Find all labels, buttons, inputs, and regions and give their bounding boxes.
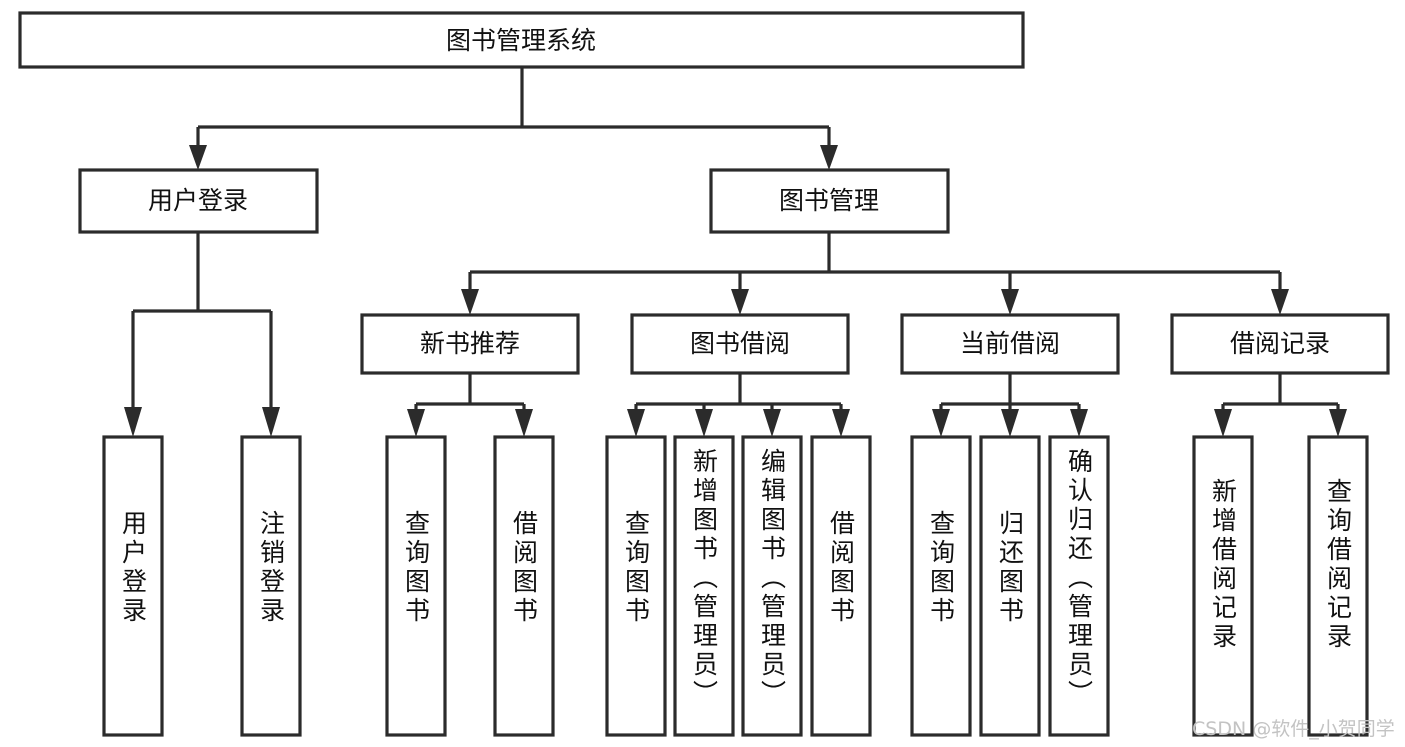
node-user-login-box[interactable]: [78, 168, 319, 234]
node-new-book-recommend-box[interactable]: [360, 313, 580, 375]
leaf-boxes-user-login: [102, 435, 302, 737]
leaf-boxes-current-borrow: [910, 435, 1110, 737]
node-user-login[interactable]: 用户登录: [78, 168, 319, 234]
leaf-box-new-book-1[interactable]: [385, 435, 447, 737]
arrowhead-leaf-n1: [407, 409, 425, 437]
arrowhead-leaf-n2: [515, 409, 533, 437]
node-root-box[interactable]: [18, 11, 1025, 69]
node-borrow-record[interactable]: 借阅记录: [1170, 313, 1390, 375]
leaf-boxes-new-book: [385, 435, 555, 737]
arrowhead-leaf-b2: [695, 409, 713, 437]
leaf-box-book-borrow-4[interactable]: [810, 435, 872, 737]
arrowhead-to-user-login: [189, 145, 207, 170]
leaf-box-book-borrow-1[interactable]: [605, 435, 667, 737]
leaf-box-user-login-2[interactable]: [240, 435, 302, 737]
leaf-box-new-book-2[interactable]: [493, 435, 555, 737]
edges-currentborrow-to-leaves: [932, 373, 1088, 437]
leaf-boxes-book-borrow: [605, 435, 872, 737]
node-book-manage-label: 图书管理: [779, 186, 879, 215]
edges-bookmanage-to-level2: [461, 232, 1289, 315]
edges-newbook-to-leaves: [407, 373, 533, 437]
arrowhead-leaf-r2: [1329, 409, 1347, 437]
node-current-borrow-box[interactable]: [900, 313, 1120, 375]
edges-borrowrecord-to-leaves: [1214, 373, 1347, 437]
leaf-box-current-borrow-2[interactable]: [979, 435, 1041, 737]
leaf-box-book-borrow-3[interactable]: [741, 435, 803, 737]
arrowhead-to-book-manage: [820, 145, 838, 170]
arrowhead-leaf-r1: [1214, 409, 1232, 437]
leaf-box-borrow-record-1[interactable]: [1192, 435, 1254, 737]
node-book-borrow[interactable]: 图书借阅: [630, 313, 850, 375]
node-borrow-record-label: 借阅记录: [1230, 329, 1330, 358]
node-current-borrow[interactable]: 当前借阅: [900, 313, 1120, 375]
leaf-box-current-borrow-3[interactable]: [1048, 435, 1110, 737]
arrowhead-leaf-c3: [1070, 409, 1088, 437]
node-root-label: 图书管理系统: [446, 26, 596, 55]
csdn-watermark: CSDN @软件_小贺同学: [1192, 718, 1395, 740]
arrowhead-leaf-c2: [1001, 409, 1019, 437]
node-borrow-record-box[interactable]: [1170, 313, 1390, 375]
leaf-box-borrow-record-2[interactable]: [1307, 435, 1369, 737]
arrowhead-leaf-b4: [832, 409, 850, 437]
leaf-box-current-borrow-1[interactable]: [910, 435, 972, 737]
arrowhead-leaf-b1: [627, 409, 645, 437]
leaf-box-book-borrow-2[interactable]: [673, 435, 735, 737]
node-book-manage[interactable]: 图书管理: [709, 168, 950, 234]
leaf-box-user-login-1[interactable]: [102, 435, 164, 737]
arrowhead-to-borrowrecord: [1271, 289, 1289, 315]
arrowhead-to-currentborrow: [1001, 289, 1019, 315]
node-current-borrow-label: 当前借阅: [960, 329, 1060, 358]
leaf-boxes-borrow-record: [1192, 435, 1369, 737]
edges-bookborrow-to-leaves: [627, 373, 850, 437]
node-book-borrow-label: 图书借阅: [690, 329, 790, 358]
edges-root-to-level1: [189, 67, 838, 170]
node-new-book-recommend[interactable]: 新书推荐: [360, 313, 580, 375]
arrowhead-leaf-b3: [763, 409, 781, 437]
node-book-borrow-box[interactable]: [630, 313, 850, 375]
node-user-login-label: 用户登录: [148, 186, 248, 215]
arrowhead-to-bookborrow: [731, 289, 749, 315]
arrowhead-leaf-u1: [124, 407, 142, 437]
arrowhead-to-newbook: [461, 289, 479, 315]
node-new-book-recommend-label: 新书推荐: [420, 329, 520, 358]
node-book-manage-box[interactable]: [709, 168, 950, 234]
arrowhead-leaf-c1: [932, 409, 950, 437]
node-root[interactable]: 图书管理系统: [18, 11, 1025, 69]
edges-userlogin-to-leaves: [124, 232, 280, 437]
arrowhead-leaf-u2: [262, 407, 280, 437]
